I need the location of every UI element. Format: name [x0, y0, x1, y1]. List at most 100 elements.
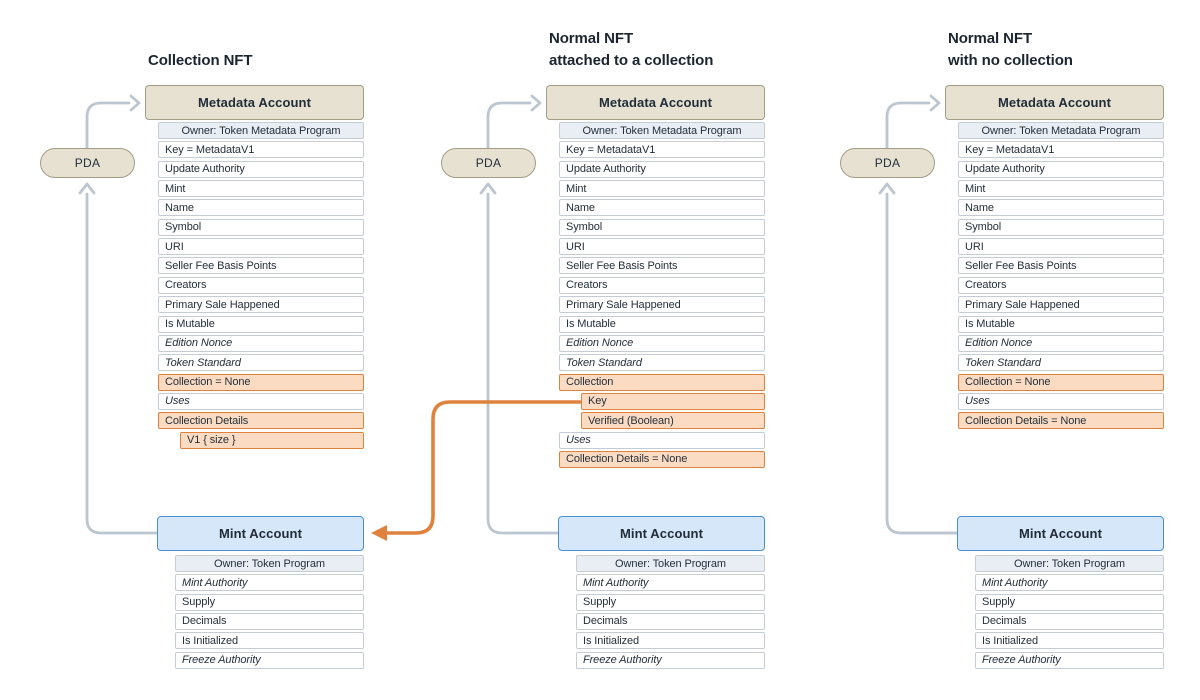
metadata-row: Key = MetadataV1 — [958, 141, 1164, 159]
mint-to-pda-arrow — [85, 192, 159, 535]
metadata-row: URI — [158, 238, 364, 256]
pda-pill: PDA — [441, 148, 536, 178]
metadata-row: Collection = None — [958, 373, 1164, 391]
metadata-row: Token Standard — [559, 354, 765, 372]
metadata-row: Symbol — [958, 218, 1164, 236]
metadata-row: Mint — [559, 180, 765, 198]
pda-pill: PDA — [40, 148, 135, 178]
mint-row: Freeze Authority — [175, 651, 364, 669]
column-title-line: Normal NFT — [549, 30, 634, 47]
metadata-row: URI — [958, 238, 1164, 256]
pda-pill: PDA — [840, 148, 935, 178]
mint-account-header: Mint Account — [957, 516, 1164, 551]
metadata-row: V1 { size } — [180, 431, 364, 449]
metadata-row: Mint — [958, 180, 1164, 198]
metadata-row: Uses — [559, 431, 765, 449]
metadata-row: Token Standard — [158, 354, 364, 372]
column-title-line: attached to a collection — [549, 52, 714, 69]
pda-connection-arrows — [78, 94, 159, 535]
metadata-row: Edition Nonce — [559, 334, 765, 352]
mint-account-header: Mint Account — [558, 516, 765, 551]
metadata-row: Creators — [559, 276, 765, 294]
metadata-row: Primary Sale Happened — [958, 296, 1164, 314]
metadata-row: Symbol — [559, 218, 765, 236]
metadata-row: Name — [559, 199, 765, 217]
mint-row: Supply — [975, 593, 1164, 611]
arrowhead-left-icon — [371, 525, 387, 541]
metadata-row: Is Mutable — [958, 315, 1164, 333]
metadata-row: Is Mutable — [559, 315, 765, 333]
column-title: Collection NFT — [148, 50, 253, 72]
metadata-row: Symbol — [158, 218, 364, 236]
metadata-row: Token Standard — [958, 354, 1164, 372]
column-title: Normal NFT attached to a collection — [549, 28, 713, 72]
metadata-row: Uses — [158, 392, 364, 410]
metadata-account-header: Metadata Account — [945, 85, 1164, 120]
mint-row: Decimals — [175, 612, 364, 630]
metadata-row: Verified (Boolean) — [581, 412, 765, 430]
collection-key-to-mint-link — [371, 400, 582, 541]
mint-row: Supply — [576, 593, 765, 611]
mint-row: Owner: Token Program — [175, 555, 364, 572]
mint-account-header: Mint Account — [157, 516, 364, 551]
pda-connection-arrows — [878, 94, 959, 535]
metadata-row: Seller Fee Basis Points — [158, 257, 364, 275]
mint-row: Is Initialized — [175, 632, 364, 650]
metadata-row: Primary Sale Happened — [559, 296, 765, 314]
metadata-row: Collection = None — [158, 373, 364, 391]
metadata-row: Update Authority — [958, 160, 1164, 178]
metadata-row: Name — [958, 199, 1164, 217]
mint-to-pda-arrow — [885, 192, 959, 535]
metadata-row: Key = MetadataV1 — [158, 141, 364, 159]
metadata-row: Owner: Token Metadata Program — [559, 122, 765, 139]
column-title-line: with no collection — [948, 52, 1073, 69]
pda-to-metadata-arrow — [486, 101, 532, 150]
metadata-row: Collection Details = None — [958, 412, 1164, 430]
collection-key-to-mint-arrow — [385, 400, 582, 535]
mint-row: Mint Authority — [975, 574, 1164, 592]
column-title: Normal NFT with no collection — [948, 28, 1073, 72]
metadata-row: Is Mutable — [158, 315, 364, 333]
mint-row: Owner: Token Program — [975, 555, 1164, 572]
arrowhead-up-icon — [479, 182, 497, 195]
pda-label: PDA — [475, 156, 502, 170]
metadata-account-header: Metadata Account — [546, 85, 765, 120]
mint-row: Decimals — [576, 612, 765, 630]
metadata-row: Collection Details = None — [559, 450, 765, 468]
arrowhead-up-icon — [78, 182, 96, 195]
metadata-row: Owner: Token Metadata Program — [158, 122, 364, 139]
metadata-row: Collection Details — [158, 412, 364, 430]
metadata-row: Key — [581, 392, 765, 410]
mint-row: Mint Authority — [175, 574, 364, 592]
metadata-row: Creators — [958, 276, 1164, 294]
metadata-row: Update Authority — [559, 160, 765, 178]
metadata-row: Edition Nonce — [158, 334, 364, 352]
mint-to-pda-arrow — [486, 192, 560, 535]
mint-row: Decimals — [975, 612, 1164, 630]
mint-row: Is Initialized — [576, 632, 765, 650]
metadata-row: Key = MetadataV1 — [559, 141, 765, 159]
metadata-row: Update Authority — [158, 160, 364, 178]
metadata-row: Collection — [559, 373, 765, 391]
metadata-row: Seller Fee Basis Points — [958, 257, 1164, 275]
arrowhead-right-icon — [929, 94, 941, 112]
pda-to-metadata-arrow — [85, 101, 131, 150]
column-title-line: Collection NFT — [148, 52, 253, 69]
mint-row: Freeze Authority — [975, 651, 1164, 669]
arrowhead-right-icon — [129, 94, 141, 112]
pda-label: PDA — [874, 156, 901, 170]
arrowhead-up-icon — [878, 182, 896, 195]
metadata-row: Edition Nonce — [958, 334, 1164, 352]
metadata-row: Primary Sale Happened — [158, 296, 364, 314]
column-title-line: Normal NFT — [948, 30, 1033, 47]
mint-row: Mint Authority — [576, 574, 765, 592]
mint-row: Is Initialized — [975, 632, 1164, 650]
metadata-account-header: Metadata Account — [145, 85, 364, 120]
metadata-row: URI — [559, 238, 765, 256]
pda-label: PDA — [74, 156, 101, 170]
